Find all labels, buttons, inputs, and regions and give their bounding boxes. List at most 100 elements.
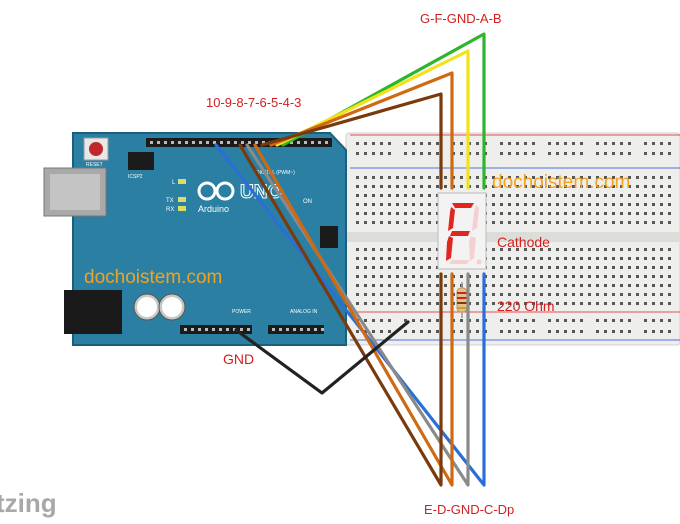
hole xyxy=(644,319,647,322)
hole xyxy=(604,185,607,188)
hole xyxy=(476,330,479,333)
hole xyxy=(372,330,375,333)
hole xyxy=(604,203,607,206)
hole xyxy=(356,185,359,188)
hole xyxy=(420,266,423,269)
hole xyxy=(388,194,391,197)
hole xyxy=(372,152,375,155)
hole xyxy=(420,275,423,278)
hole xyxy=(428,142,431,145)
hole xyxy=(556,221,559,224)
hole xyxy=(564,275,567,278)
hole xyxy=(524,221,527,224)
hole xyxy=(628,203,631,206)
hole xyxy=(396,257,399,260)
hole xyxy=(604,302,607,305)
hole xyxy=(660,185,663,188)
hole xyxy=(372,248,375,251)
hole xyxy=(428,293,431,296)
hole xyxy=(636,185,639,188)
wire-yellow xyxy=(275,49,470,190)
hole xyxy=(644,221,647,224)
hole xyxy=(540,203,543,206)
hole xyxy=(612,266,615,269)
wires xyxy=(214,32,486,487)
hole xyxy=(532,330,535,333)
hole xyxy=(660,293,663,296)
hole xyxy=(500,293,503,296)
hole xyxy=(644,152,647,155)
hole xyxy=(372,194,375,197)
hole xyxy=(213,141,216,144)
hole xyxy=(516,212,519,215)
hole xyxy=(660,302,663,305)
hole xyxy=(668,293,671,296)
hole xyxy=(660,257,663,260)
hole xyxy=(556,176,559,179)
hole xyxy=(380,319,383,322)
hole xyxy=(516,221,519,224)
hole xyxy=(548,185,551,188)
hole xyxy=(556,152,559,155)
hole xyxy=(508,319,511,322)
hole xyxy=(199,141,202,144)
hole xyxy=(540,302,543,305)
hole xyxy=(404,275,407,278)
hole xyxy=(596,185,599,188)
hole xyxy=(380,185,383,188)
hole xyxy=(540,284,543,287)
hole xyxy=(628,142,631,145)
hole xyxy=(500,212,503,215)
hole xyxy=(356,212,359,215)
hole xyxy=(380,212,383,215)
hole xyxy=(572,266,575,269)
hole xyxy=(564,248,567,251)
top-pins-label: G-F-GND-A-B xyxy=(420,11,502,26)
hole xyxy=(388,302,391,305)
hole xyxy=(644,185,647,188)
hole xyxy=(556,248,559,251)
hole xyxy=(588,185,591,188)
svg-text:RX: RX xyxy=(166,207,174,213)
hole xyxy=(628,293,631,296)
hole xyxy=(500,330,503,333)
hole xyxy=(604,194,607,197)
hole xyxy=(612,330,615,333)
hole xyxy=(532,176,535,179)
hole xyxy=(668,302,671,305)
hole xyxy=(660,319,663,322)
hole xyxy=(532,319,535,322)
hole xyxy=(508,330,511,333)
hole xyxy=(596,293,599,296)
hole xyxy=(356,330,359,333)
hole xyxy=(412,257,415,260)
hole xyxy=(436,284,439,287)
hole xyxy=(636,248,639,251)
hole xyxy=(572,257,575,260)
hole xyxy=(556,194,559,197)
hole xyxy=(524,212,527,215)
hole xyxy=(548,330,551,333)
hole xyxy=(532,194,535,197)
hole xyxy=(580,266,583,269)
hole xyxy=(548,152,551,155)
hole xyxy=(548,284,551,287)
hole xyxy=(564,266,567,269)
hole xyxy=(476,302,479,305)
hole xyxy=(380,302,383,305)
hole xyxy=(516,293,519,296)
hole xyxy=(532,293,535,296)
hole xyxy=(524,257,527,260)
hole xyxy=(580,203,583,206)
hole xyxy=(596,212,599,215)
hole xyxy=(364,319,367,322)
hole xyxy=(212,328,215,331)
hole xyxy=(532,266,535,269)
hole xyxy=(620,248,623,251)
hole xyxy=(652,284,655,287)
hole xyxy=(356,293,359,296)
hole xyxy=(652,330,655,333)
hole xyxy=(612,257,615,260)
hole xyxy=(620,266,623,269)
hole xyxy=(364,293,367,296)
